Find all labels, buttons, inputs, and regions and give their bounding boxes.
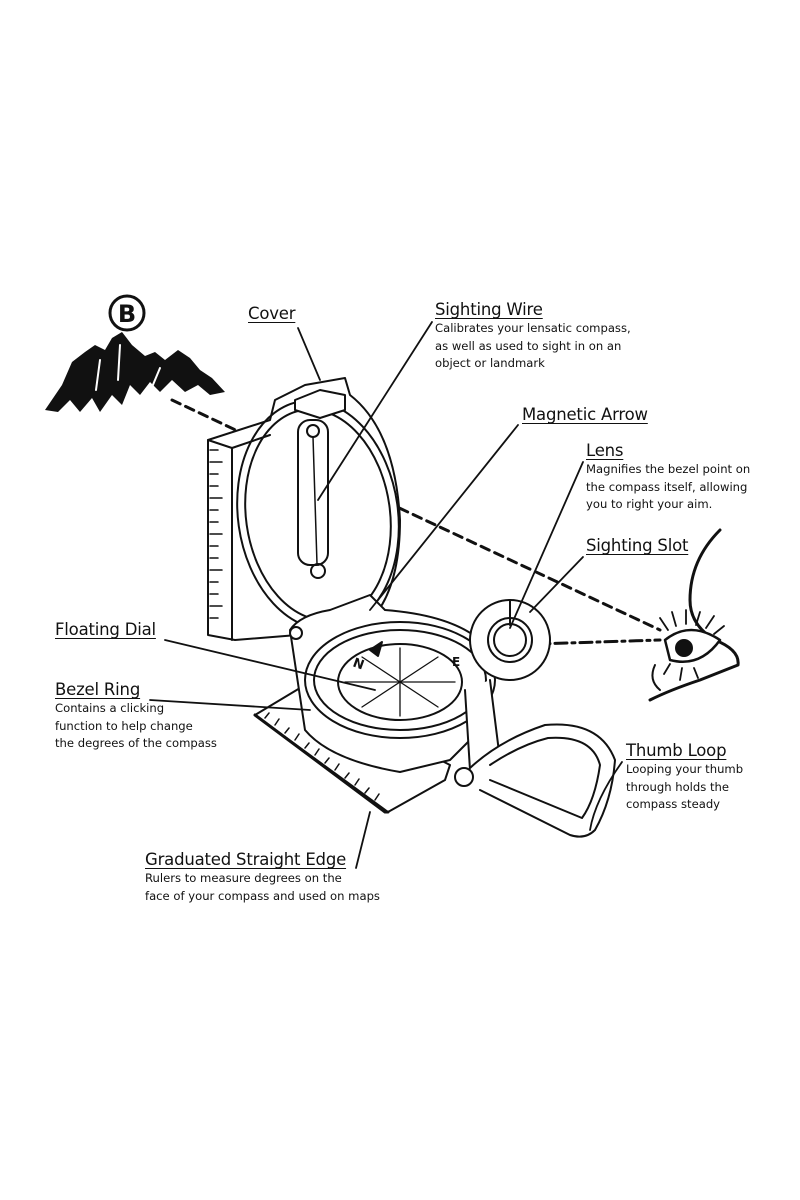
magnetic-arrow xyxy=(369,641,383,657)
leader-sighting-wire xyxy=(317,321,433,501)
svg-text:B: B xyxy=(118,300,136,328)
leader-magnetic-arrow xyxy=(369,424,519,611)
label-desc: Contains a clicking function to help cha… xyxy=(55,701,217,750)
leader-lines xyxy=(149,321,623,869)
label-title: Cover xyxy=(248,304,296,323)
label-title: Lens xyxy=(586,441,624,460)
svg-text:N: N xyxy=(351,656,366,674)
leader-thumb-loop xyxy=(589,761,623,831)
compass-body: N E xyxy=(289,594,496,773)
leader-cover xyxy=(297,327,321,381)
leader-lens xyxy=(509,461,584,629)
label-floating-dial: Floating Dial xyxy=(55,620,156,639)
label-title: Sighting Wire xyxy=(435,300,543,319)
label-title: Graduated Straight Edge xyxy=(145,850,347,869)
leader-straight-edge xyxy=(355,811,371,869)
label-sighting-wire: Sighting Wire Calibrates your lensatic c… xyxy=(435,300,631,373)
label-title: Sighting Slot xyxy=(586,536,689,555)
label-title: Floating Dial xyxy=(55,620,156,639)
lens-tower xyxy=(464,599,551,771)
eye-icon xyxy=(648,528,740,702)
label-straight-edge: Graduated Straight Edge Rulers to measur… xyxy=(145,850,380,905)
label-desc: Magnifies the bezel point on the compass… xyxy=(586,462,751,511)
landmark-marker-b: B xyxy=(108,294,146,332)
label-title: Magnetic Arrow xyxy=(522,405,648,424)
leader-sighting-slot xyxy=(529,556,584,613)
cover xyxy=(207,377,401,641)
leader-bezel-ring xyxy=(149,699,311,711)
leader-floating-dial xyxy=(164,639,376,691)
label-thumb-loop: Thumb Loop Looping your thumb through ho… xyxy=(626,741,743,814)
label-lens: Lens Magnifies the bezel point on the co… xyxy=(586,441,750,514)
svg-text:E: E xyxy=(452,655,460,669)
sight-line-landmark xyxy=(170,398,244,435)
thumb-loop xyxy=(454,723,616,838)
label-sighting-slot: Sighting Slot xyxy=(586,536,688,555)
label-desc: Looping your thumb through holds the com… xyxy=(626,762,744,811)
dial-lines xyxy=(344,647,456,717)
label-title: Thumb Loop xyxy=(626,741,727,760)
mountain-icon xyxy=(45,332,225,412)
label-desc: Calibrates your lensatic compass, as wel… xyxy=(435,321,631,370)
label-title: Bezel Ring xyxy=(55,680,141,699)
label-magnetic-arrow: Magnetic Arrow xyxy=(522,405,648,424)
label-desc: Rulers to measure degrees on the face of… xyxy=(145,871,380,903)
label-cover: Cover xyxy=(248,304,296,323)
cover-ruler-ticks xyxy=(209,449,223,619)
label-bezel-ring: Bezel Ring Contains a clicking function … xyxy=(55,680,217,753)
